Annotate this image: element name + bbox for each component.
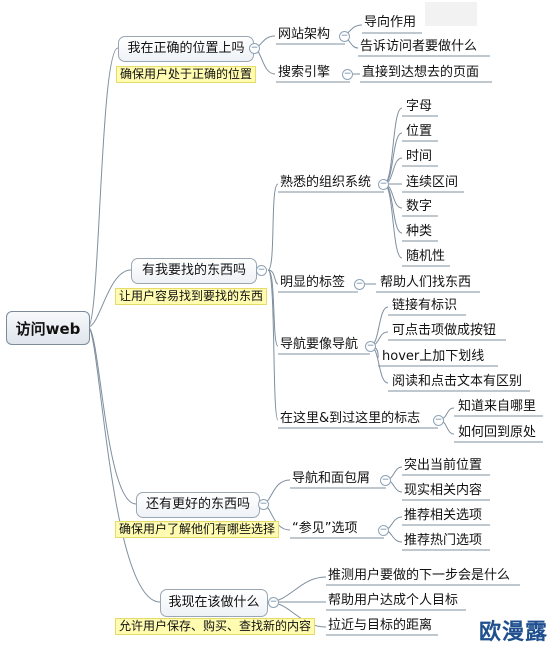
collapse-icon[interactable]: − bbox=[268, 597, 279, 608]
leaf-node[interactable]: 如何回到原处 bbox=[458, 425, 537, 440]
leaf-node[interactable]: 链接有标识 bbox=[392, 298, 458, 313]
subtopic[interactable]: 明显的标签 bbox=[280, 275, 346, 290]
leaf-node[interactable]: 拉近与目标的距离 bbox=[328, 618, 433, 633]
branch-label: 我现在该做什么 bbox=[168, 595, 260, 610]
leaf-node[interactable]: 数字 bbox=[406, 199, 433, 214]
leaf-node[interactable]: 现实相关内容 bbox=[404, 483, 483, 498]
leaf-node[interactable]: 字母 bbox=[406, 99, 433, 114]
collapse-icon[interactable]: − bbox=[378, 179, 389, 190]
subtopic[interactable]: 导航和面包屑 bbox=[292, 471, 371, 486]
collapse-icon[interactable]: − bbox=[339, 31, 350, 42]
leaf-node[interactable]: 推荐相关选项 bbox=[404, 508, 483, 523]
branch-label: 我在正确的位置上吗 bbox=[127, 41, 245, 56]
leaf-node[interactable]: 帮助用户达成个人目标 bbox=[328, 593, 459, 608]
leaf-node[interactable]: 帮助人们找东西 bbox=[380, 275, 472, 290]
branch-label: 还有更好的东西吗 bbox=[145, 497, 250, 512]
leaf-node[interactable]: 可点击项做成按钮 bbox=[392, 323, 497, 338]
collapse-icon[interactable]: − bbox=[365, 341, 376, 352]
leaf-node[interactable]: 随机性 bbox=[406, 249, 446, 264]
branch-note: 让用户容易找到要找的东西 bbox=[115, 288, 268, 305]
collapse-icon[interactable]: − bbox=[249, 43, 260, 54]
collapse-icon[interactable]: − bbox=[380, 475, 391, 486]
leaf-node[interactable]: 突出当前位置 bbox=[404, 458, 483, 473]
leaf-node[interactable]: 导向作用 bbox=[364, 15, 417, 30]
leaf-node[interactable]: 连续区间 bbox=[406, 175, 459, 190]
leaf-node[interactable]: 直接到达想去的页面 bbox=[362, 65, 480, 80]
leaf-node[interactable]: 时间 bbox=[406, 149, 433, 164]
leaf-node[interactable]: 位置 bbox=[406, 124, 433, 139]
root-node[interactable]: 访问web bbox=[6, 311, 90, 345]
root-label: 访问web bbox=[15, 319, 81, 338]
branch-node-3[interactable]: 还有更好的东西吗 bbox=[136, 492, 260, 518]
leaf-node[interactable]: 推荐热门选项 bbox=[404, 533, 483, 548]
watermark-logo: 欧漫露 bbox=[478, 620, 548, 645]
leaf-node[interactable]: 阅读和点击文本有区别 bbox=[392, 374, 523, 389]
leaf-node[interactable]: 种类 bbox=[406, 224, 433, 239]
branch-node-4[interactable]: 我现在该做什么 bbox=[160, 589, 268, 617]
leaf-node[interactable]: 告诉访问者要做什么 bbox=[360, 39, 478, 54]
subtopic[interactable]: 搜索引擎 bbox=[278, 65, 331, 80]
branch-note: 确保用户处于正确的位置 bbox=[116, 66, 257, 83]
leaf-node[interactable]: hover上加下划线 bbox=[382, 349, 485, 364]
collapse-icon[interactable]: − bbox=[256, 265, 267, 276]
subtopic[interactable]: 网站架构 bbox=[278, 27, 331, 42]
subtopic[interactable]: 熟悉的组织系统 bbox=[280, 175, 372, 190]
branch-node-2[interactable]: 有我要找的东西吗 bbox=[131, 258, 257, 284]
branch-label: 有我要找的东西吗 bbox=[141, 263, 246, 278]
branch-note: 确保用户了解他们有哪些选择 bbox=[115, 521, 280, 538]
leaf-node[interactable]: 推测用户要做的下一步会是什么 bbox=[328, 568, 511, 583]
subtopic[interactable]: 在这里&到过这里的标志 bbox=[280, 411, 421, 426]
collapse-icon[interactable]: − bbox=[433, 415, 444, 426]
branch-note: 允许用户保存、购买、查找新的内容 bbox=[115, 618, 316, 635]
subtopic[interactable]: “参见”选项 bbox=[292, 521, 358, 536]
branch-node-1[interactable]: 我在正确的位置上吗 bbox=[118, 36, 254, 62]
leaf-node[interactable]: 知道来自哪里 bbox=[458, 399, 537, 414]
grey-placeholder bbox=[425, 2, 477, 26]
collapse-icon[interactable]: − bbox=[354, 279, 365, 290]
collapse-icon[interactable]: − bbox=[342, 69, 353, 80]
collapse-icon[interactable]: − bbox=[258, 499, 269, 510]
subtopic[interactable]: 导航要像导航 bbox=[280, 337, 359, 352]
collapse-icon[interactable]: − bbox=[378, 525, 389, 536]
